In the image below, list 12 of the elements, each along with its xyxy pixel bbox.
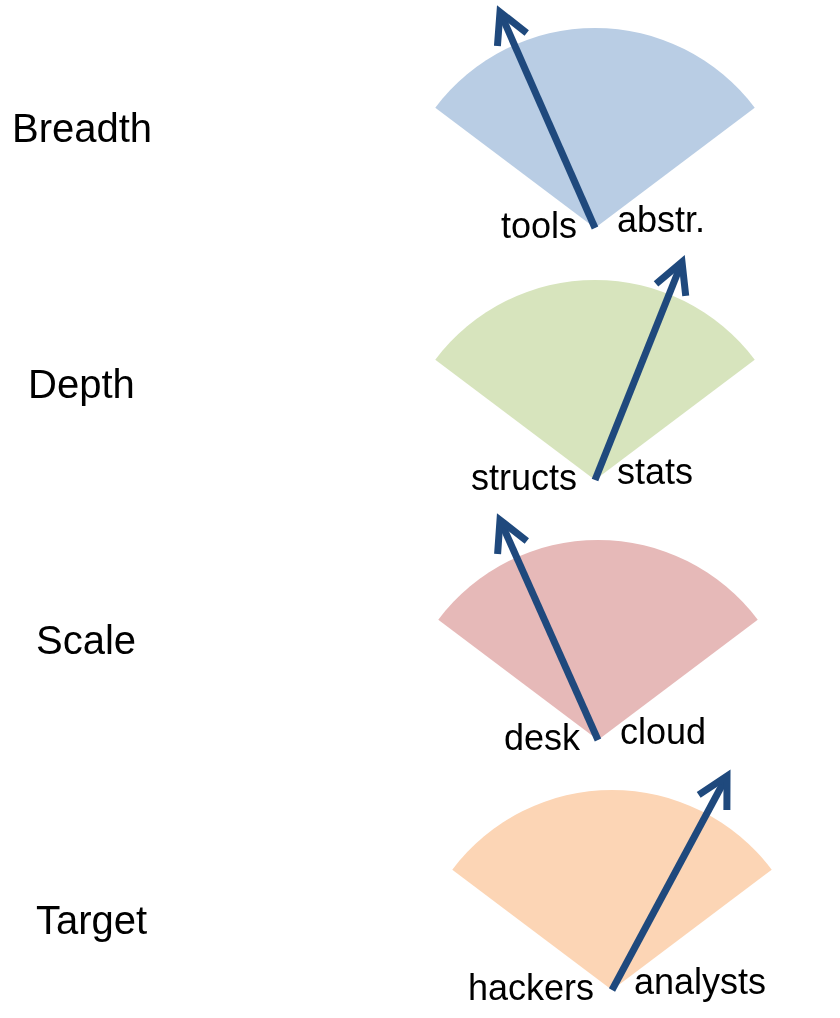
axis-end-label: abstr. [617, 202, 706, 238]
row-title: Breadth [12, 108, 153, 148]
axis-end-label: stats [617, 454, 694, 490]
row-title: Scale [36, 620, 137, 660]
axis-end-label: cloud [620, 714, 707, 750]
axis-end-label: tools [500, 208, 577, 244]
row-title: Target [36, 900, 148, 940]
row-title: Depth [28, 364, 135, 404]
axis-end-label: structs [471, 460, 577, 496]
axis-end-label: analysts [634, 964, 767, 1000]
axis-end-label: hackers [467, 970, 594, 1006]
axis-end-label: desk [503, 720, 580, 756]
